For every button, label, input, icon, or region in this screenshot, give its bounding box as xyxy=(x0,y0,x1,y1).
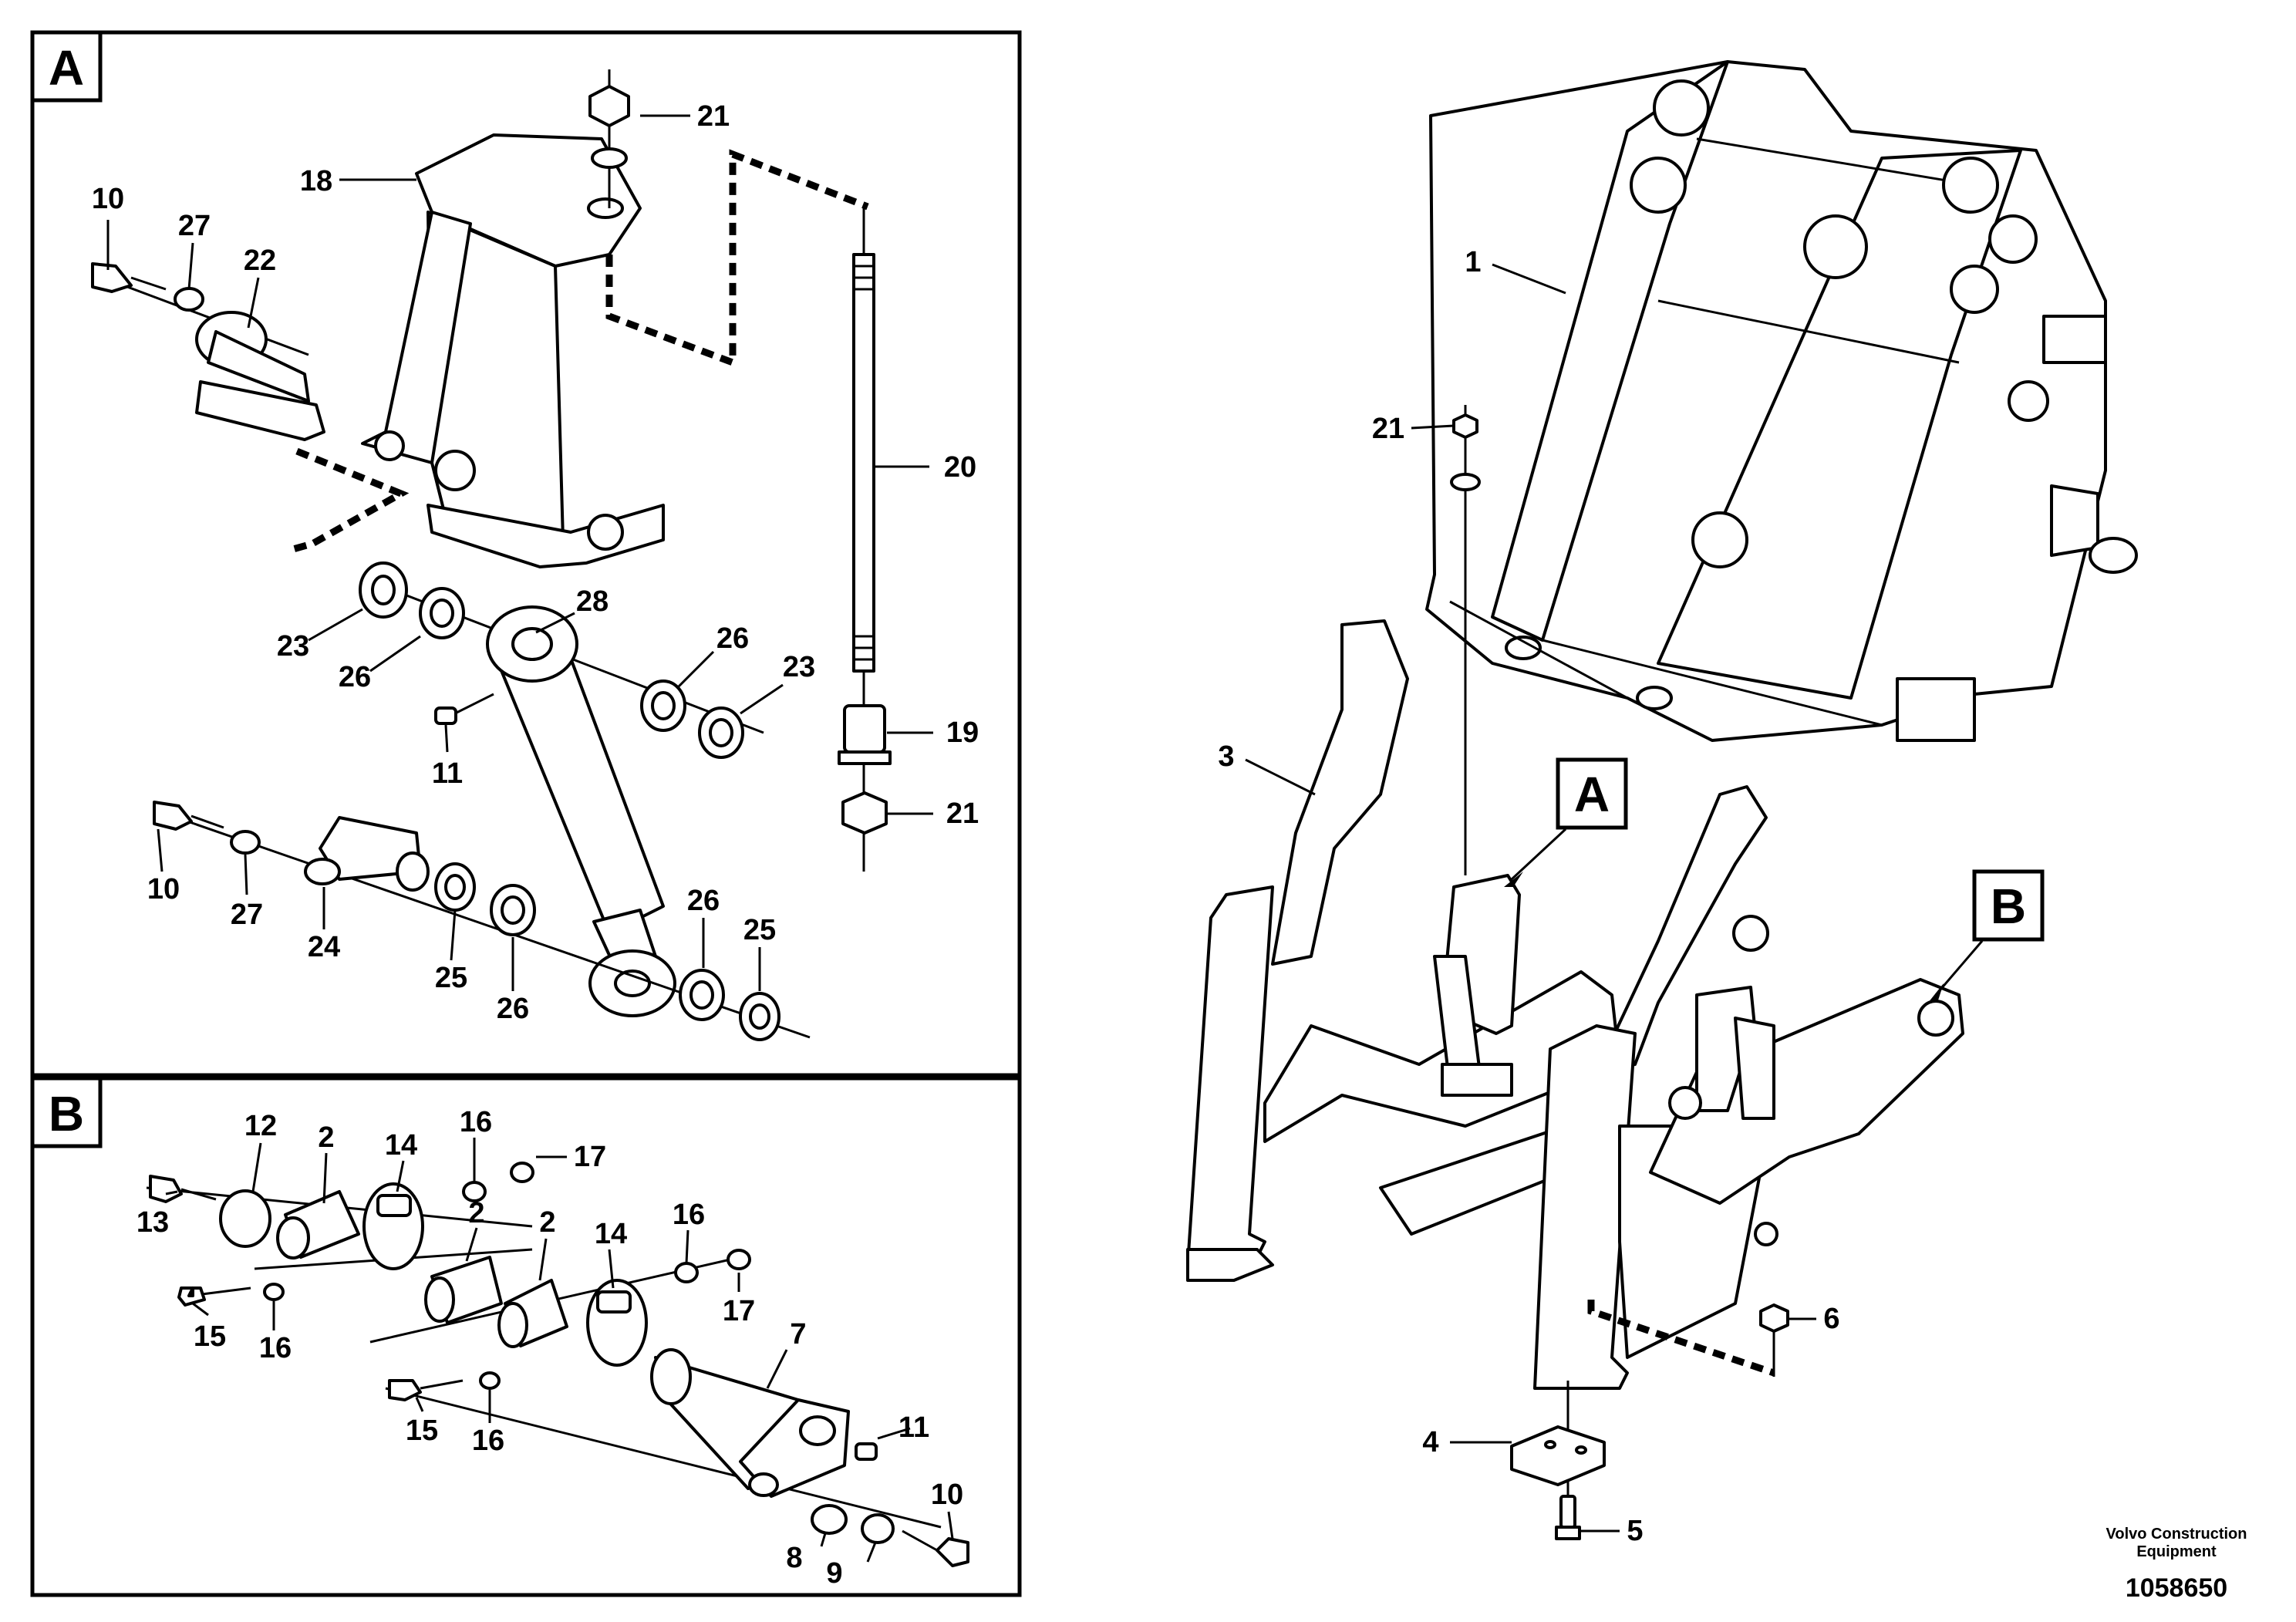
callout-23-b: 23 xyxy=(783,651,815,683)
callout-16-d: 16 xyxy=(472,1425,504,1457)
callout-1: 1 xyxy=(1465,246,1481,278)
callout-2-b: 2 xyxy=(468,1197,484,1229)
panel-b-letter: B xyxy=(49,1086,84,1141)
pin-part-7 xyxy=(385,1348,969,1567)
nut-21-bottom xyxy=(841,791,888,835)
bolt-part-5 xyxy=(1555,1495,1581,1540)
panel-a-callouts: 10 27 22 18 21 20 28 23 26 26 23 11 19 2… xyxy=(92,100,979,1025)
callout-15-a: 15 xyxy=(194,1320,226,1353)
callout-2-a: 2 xyxy=(318,1121,334,1154)
washers-25-26-lower xyxy=(434,862,781,1041)
callout-26-a: 26 xyxy=(339,661,371,693)
callout-26-c: 26 xyxy=(497,993,529,1025)
callout-7: 7 xyxy=(790,1318,806,1351)
detail-ref-b-letter: B xyxy=(1991,878,2026,934)
callout-10-c: 10 xyxy=(931,1479,963,1511)
spacer-part-19 xyxy=(838,704,892,765)
main-callouts: 1 21 3 4 5 6 xyxy=(1218,246,1839,1547)
callout-15-b: 15 xyxy=(406,1415,438,1447)
callout-9: 9 xyxy=(826,1557,842,1590)
callout-17-a: 17 xyxy=(574,1141,606,1173)
stud-part-20 xyxy=(852,208,875,872)
callout-24: 24 xyxy=(308,931,340,963)
callout-25-b: 25 xyxy=(743,914,776,946)
detail-ref-a-letter: A xyxy=(1574,767,1610,822)
front-frame-part-1 xyxy=(1425,60,2138,742)
panel-b-middle-assembly xyxy=(187,1249,751,1367)
nut-21-top xyxy=(588,69,630,208)
callout-25-a: 25 xyxy=(435,962,467,994)
callout-13: 13 xyxy=(137,1206,169,1239)
nut-part-6 xyxy=(1759,1303,1789,1333)
callout-23-a: 23 xyxy=(277,630,309,663)
callout-2-c: 2 xyxy=(539,1206,555,1239)
brand-line-1: Volvo Construction xyxy=(2106,1526,2247,1543)
callout-21-a: 21 xyxy=(697,100,730,133)
detail-ref-a: A xyxy=(1504,757,1628,887)
main-leaders xyxy=(1245,263,1816,1533)
panel-b-callouts: 12 2 14 16 17 13 2 2 14 16 17 15 16 7 15… xyxy=(137,1106,963,1590)
callout-22: 22 xyxy=(244,244,276,277)
bracket-part-18 xyxy=(361,133,665,568)
detail-panel-b: B xyxy=(30,1076,1022,1597)
callout-11-a: 11 xyxy=(432,757,463,790)
callout-27-a: 27 xyxy=(178,210,211,242)
panel-b-leaders xyxy=(165,1138,954,1563)
callout-6: 6 xyxy=(1823,1303,1839,1335)
callout-11-b: 11 xyxy=(899,1411,929,1444)
callout-16-c: 16 xyxy=(259,1332,292,1364)
detail-panel-a: A xyxy=(30,30,1022,1077)
callout-26-d: 26 xyxy=(687,885,720,917)
panel-b-upper-assembly xyxy=(146,1162,534,1307)
callout-21-main: 21 xyxy=(1372,413,1404,445)
document-number: 1058650 xyxy=(2126,1573,2227,1603)
callout-20: 20 xyxy=(944,451,976,484)
pin-part-22 xyxy=(91,262,325,441)
footer: Volvo Construction Equipment 1058650 xyxy=(2106,1526,2247,1603)
washers-23-26-upper xyxy=(359,561,744,759)
callout-16-a: 16 xyxy=(460,1106,492,1138)
grease-nipple-11 xyxy=(434,693,494,725)
callout-28: 28 xyxy=(576,585,609,618)
panel-a-letter: A xyxy=(49,40,84,96)
lever-arm-assembly xyxy=(1649,978,1964,1205)
callout-10-b: 10 xyxy=(147,873,180,905)
panel-a-leaders xyxy=(106,114,933,991)
callout-4: 4 xyxy=(1422,1426,1438,1458)
callout-26-b: 26 xyxy=(716,622,749,655)
callout-27-b: 27 xyxy=(231,899,263,931)
callout-5: 5 xyxy=(1627,1515,1643,1547)
main-assembly: A B 1 21 3 4 5 6 xyxy=(1186,60,2138,1547)
callout-12: 12 xyxy=(244,1110,277,1142)
callout-10-a: 10 xyxy=(92,183,124,215)
callout-3: 3 xyxy=(1218,740,1234,773)
detail-ref-b: B xyxy=(1928,869,2045,1003)
callout-19: 19 xyxy=(946,717,979,749)
wear-plate-part-4 xyxy=(1510,1381,1606,1527)
cylinder-part-28 xyxy=(362,577,764,1017)
lift-frame-part-3 xyxy=(1186,619,1778,1390)
callout-8: 8 xyxy=(786,1542,802,1574)
brand-line-2: Equipment xyxy=(2136,1543,2217,1560)
callout-17-b: 17 xyxy=(723,1295,755,1327)
callout-21-b: 21 xyxy=(946,798,979,830)
callout-14-b: 14 xyxy=(595,1218,627,1250)
callout-18: 18 xyxy=(300,165,332,197)
callout-16-b: 16 xyxy=(673,1199,705,1231)
lift-cylinder-mount xyxy=(1433,874,1521,1097)
callout-14-a: 14 xyxy=(385,1129,417,1162)
